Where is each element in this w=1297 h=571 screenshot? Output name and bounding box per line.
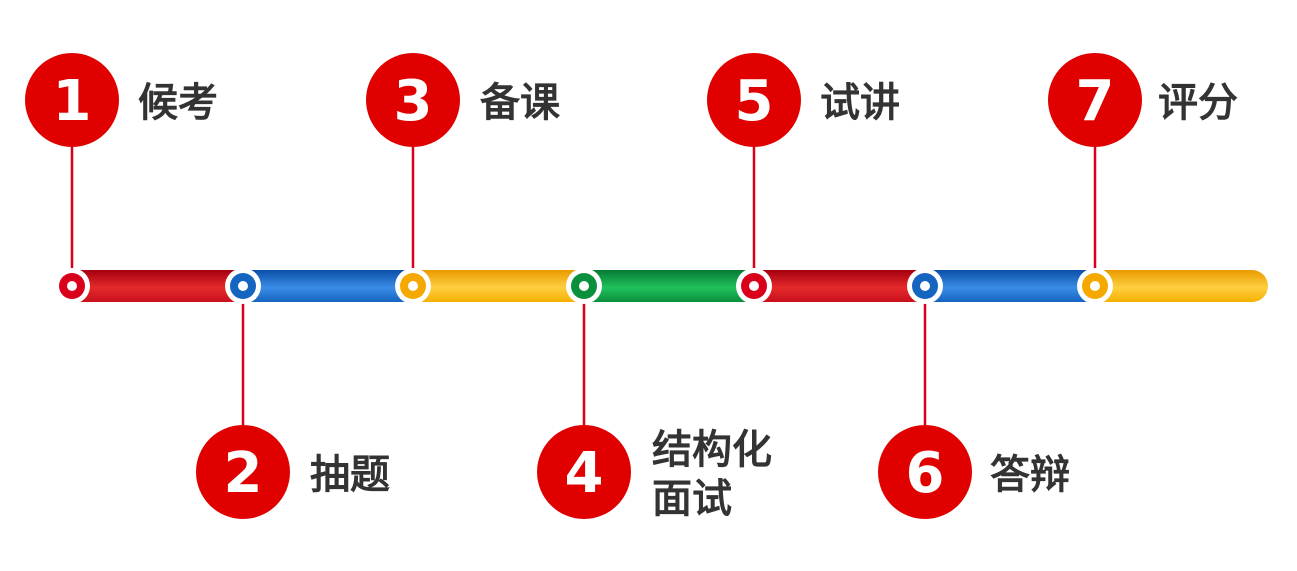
step-label-line: 结构化 [652,427,772,473]
step-badge [196,425,290,519]
step-number: 3 [394,69,433,134]
bar-segment-1 [72,270,252,302]
step-node-center [238,281,248,291]
step-label-line: 面试 [652,476,732,522]
step-badge [537,425,631,519]
step-node-center [67,281,77,291]
step-5: 5 试讲 [707,53,900,304]
bar-segment-2 [242,270,422,302]
step-number: 6 [906,441,945,506]
step-4: 4 结构化 面试 [537,268,786,522]
step-number: 4 [565,441,604,506]
step-badge [25,53,119,147]
step-node-center [920,281,930,291]
step-label: 备课 [480,80,561,126]
step-node-center [1090,281,1100,291]
step-label: 抽题 [310,452,390,498]
step-badge [1048,53,1142,147]
step-2: 2 抽题 [196,268,390,519]
bar-segment-5 [752,270,932,302]
step-node-center [749,281,759,291]
step-node-center [579,281,589,291]
bar-end-cap [1236,270,1268,302]
step-label: 候考 [138,80,218,126]
step-1: 1 候考 [25,53,218,304]
step-label: 答辩 [990,452,1070,498]
bar-segment-3 [412,270,592,302]
step-6: 6 答辩 [878,268,1070,519]
step-7: 7 评分 [1048,53,1238,304]
step-3: 3 备课 [366,53,561,304]
step-badge [707,53,801,147]
bar-segment-7 [1092,270,1252,302]
step-badge [878,425,972,519]
bar-segment-6 [922,270,1102,302]
step-number: 5 [735,69,774,134]
step-node-center [408,281,418,291]
step-number: 7 [1076,69,1115,134]
step-label: 评分 [1158,80,1238,126]
step-label: 结构化 面试 [652,427,786,522]
bar-segment-4 [582,270,762,302]
step-number: 2 [224,441,263,506]
step-label: 试讲 [820,80,900,126]
step-badge [366,53,460,147]
step-number: 1 [53,69,92,134]
timeline-bar [72,270,1268,302]
